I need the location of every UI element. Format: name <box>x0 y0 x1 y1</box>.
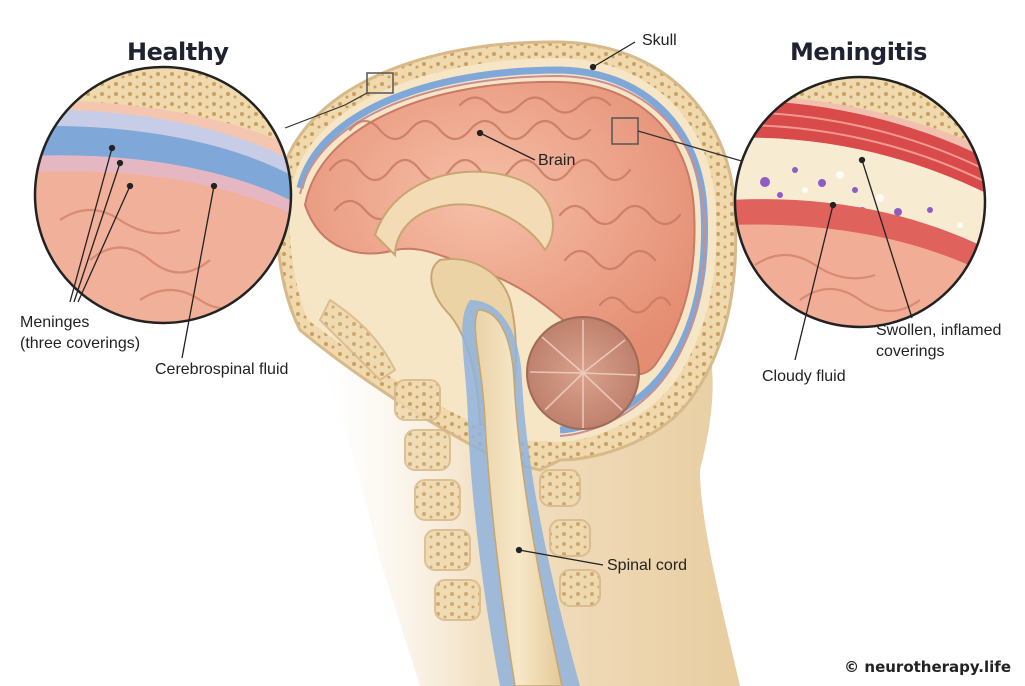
title-meningitis: Meningitis <box>790 38 927 66</box>
cerebellum <box>526 316 640 430</box>
label-swollen: Swollen, inflamed <box>876 322 1002 339</box>
meninges-layer <box>296 66 709 434</box>
label-csf: Cerebrospinal fluid <box>155 361 289 378</box>
meningitis-inset <box>733 75 987 361</box>
head-cross-section <box>275 40 740 686</box>
label-skull: Skull <box>642 32 677 49</box>
label-brain: Brain <box>538 152 576 169</box>
brain <box>303 80 696 376</box>
healthy-inset <box>33 65 293 359</box>
zoom-connectors <box>284 92 746 163</box>
corpus-callosum <box>373 170 554 258</box>
title-healthy: Healthy <box>127 38 229 66</box>
label-pointers <box>476 41 636 566</box>
label-swollen-sub: coverings <box>876 343 945 360</box>
label-spinal-cord: Spinal cord <box>607 557 688 574</box>
label-cloudy-fluid: Cloudy fluid <box>762 368 846 385</box>
label-meninges-sub: (three coverings) <box>20 335 141 352</box>
spinal-cord <box>474 309 563 686</box>
zoom-box-healthy <box>366 72 394 94</box>
label-meninges: Meninges <box>20 314 90 331</box>
watermark: © neurotherapy.life <box>844 658 1011 676</box>
vertebrae <box>318 298 601 621</box>
